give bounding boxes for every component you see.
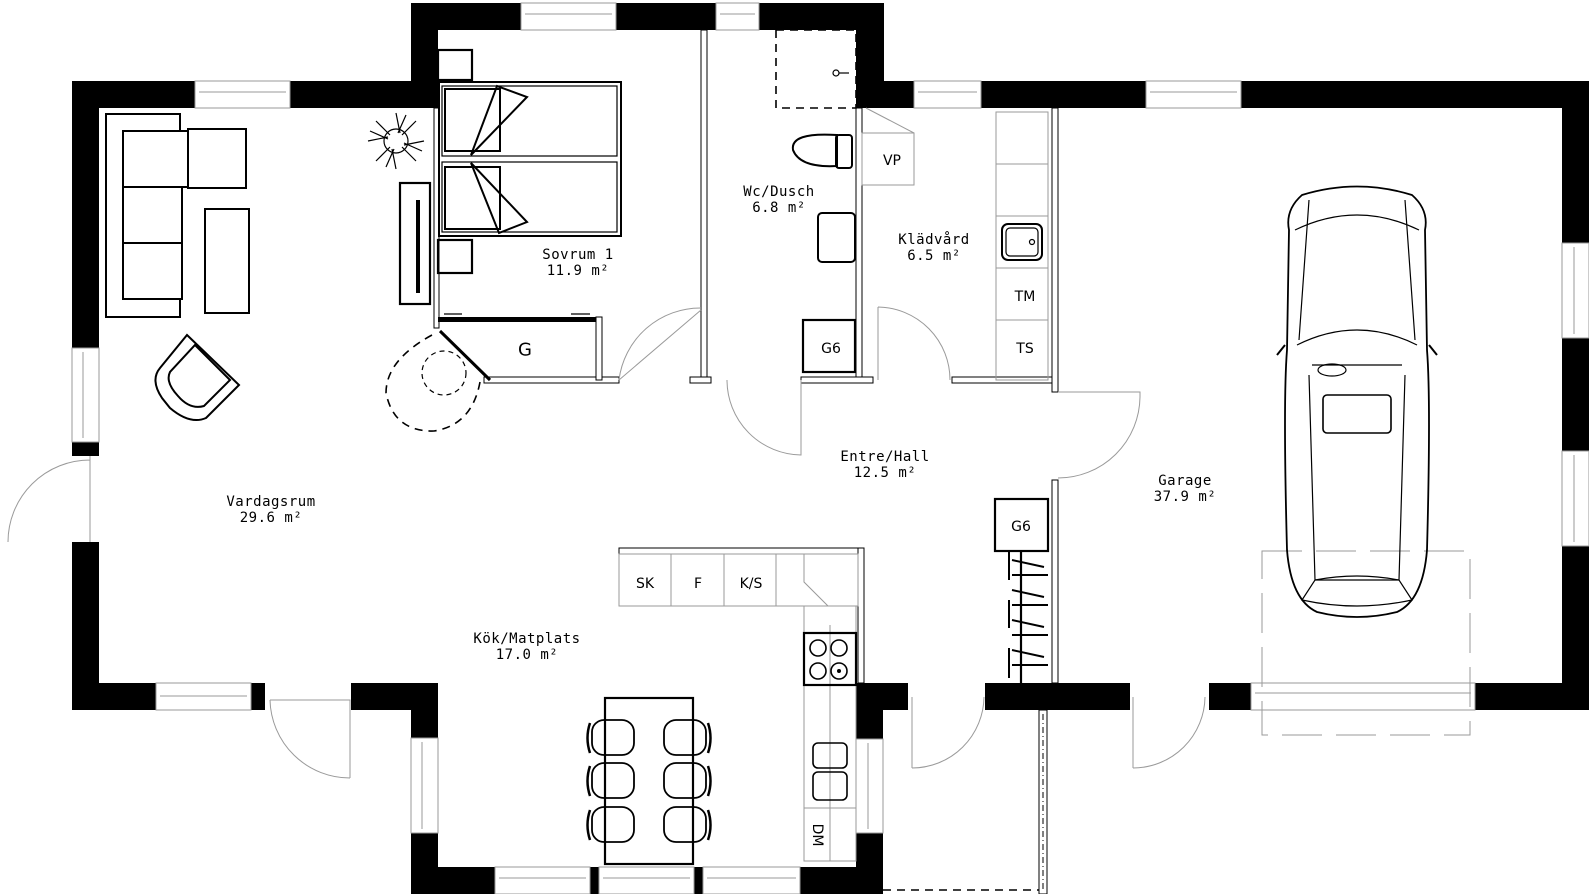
room-area: 37.9 m² — [1153, 489, 1217, 505]
room-name: Garage — [1158, 473, 1212, 489]
hall-wardrobe — [993, 497, 1050, 683]
room-area: 6.8 m² — [752, 200, 806, 216]
room-label-kladvard: Klädvård 6.5 m² — [898, 232, 969, 264]
room-area: 29.6 m² — [239, 510, 303, 526]
fixture-label-cabinet-sk: SK — [635, 576, 655, 592]
exterior-walls — [72, 3, 1589, 894]
room-name: Sovrum 1 — [542, 247, 614, 263]
bedroom-furniture — [436, 48, 622, 381]
room-name: Entre/Hall — [840, 449, 930, 465]
fixture-label-fridge: F — [693, 576, 703, 592]
room-name: Kök/Matplats — [473, 631, 581, 647]
garage — [883, 185, 1471, 894]
bathroom-fixtures — [775, 29, 857, 374]
room-label-entre-hall: Entre/Hall 12.5 m² — [840, 449, 929, 481]
room-label-wc-dusch: Wc/Dusch 6.8 m² — [743, 184, 814, 216]
room-label-vardagsrum: Vardagsrum 29.6 m² — [226, 494, 315, 526]
room-label-garage: Garage 37.9 m² — [1154, 473, 1217, 505]
windows — [71, 2, 1589, 894]
room-label-kok-matplats: Kök/Matplats 17.0 m² — [473, 631, 580, 663]
room-area: 17.0 m² — [495, 647, 559, 663]
room-area: 12.5 m² — [853, 465, 917, 481]
fixture-label-wardrobe: G — [518, 339, 532, 361]
room-area: 6.5 m² — [907, 248, 961, 264]
fixture-label-tumble-dryer: TM — [1014, 289, 1036, 305]
plant-icon — [367, 112, 425, 170]
room-label-sovrum-1: Sovrum 1 11.9 m² — [542, 247, 613, 279]
room-name: Klädvård — [898, 232, 970, 248]
car-icon — [1276, 185, 1438, 618]
doors — [7, 306, 1206, 779]
fixture-label-fridge-freezer: K/S — [739, 576, 763, 592]
fixture-label-drying-cabinet: TS — [1016, 341, 1034, 357]
fixture-label-heat-pump: VP — [882, 153, 902, 169]
fixture-label-dishwasher: DM — [809, 823, 825, 847]
fixture-label-wardrobe-wc: G6 — [821, 341, 841, 357]
laundry-fixtures — [861, 107, 1049, 381]
living-room-furniture — [105, 112, 481, 432]
fixture-label-wardrobe-hall: G6 — [1011, 519, 1031, 535]
room-name: Vardagsrum — [226, 494, 316, 510]
room-name: Wc/Dusch — [743, 184, 815, 200]
kitchen — [586, 553, 859, 866]
room-area: 11.9 m² — [546, 263, 610, 279]
